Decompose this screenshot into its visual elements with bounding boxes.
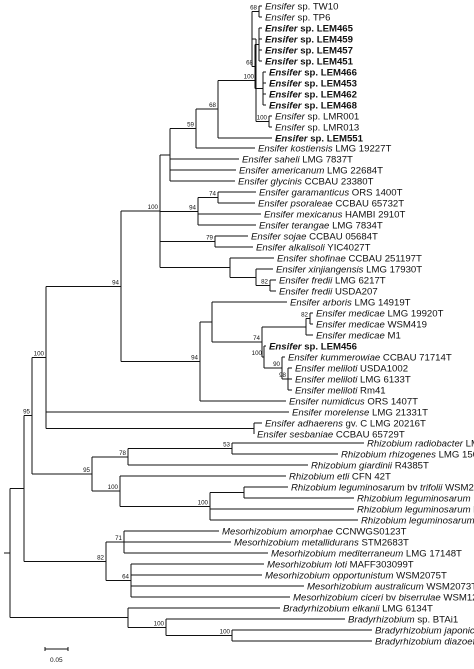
bootstrap-value: 100 [220,629,231,636]
taxon-label: Ensifer medicae WSM419 [316,319,427,330]
taxon-label: Mesorhizobium ciceri bv biserrulae WSM12… [293,592,474,603]
taxon-label: Ensifer saheli LMG 7837T [242,154,353,165]
taxon-label: Ensifer fredii LMG 6217T [279,275,386,286]
taxon-label: Ensifer sp. LMR001 [275,111,359,122]
taxon-label: Ensifer sp. LEM453 [269,78,357,89]
bootstrap-value: 95 [23,409,30,416]
taxon-label: Ensifer shofinae CCBAU 251197T [277,253,422,264]
taxon-label: Mesorhizobium mediterraneum LMG 17148T [271,548,462,559]
bootstrap-value: 82 [97,554,104,561]
bootstrap-value: 59 [187,122,194,129]
bootstrap-value: 100 [198,499,209,506]
bootstrap-value: 68 [209,102,216,109]
bootstrap-value: 100 [252,350,263,357]
bootstrap-value: 68 [246,60,253,67]
taxon-label: Ensifer kostiensis LMG 19227T [258,143,391,154]
taxon-label: Bradyrhizobium japonicum LMG 6138T [375,625,474,636]
bootstrap-value: 53 [223,442,230,449]
bootstrap-value: 100 [244,73,255,80]
bootstrap-values: 68 68 100 100 68 59 74 94 79 82 100 82 98 90 100 74 94 94… [23,5,308,636]
bootstrap-value: 79 [206,235,213,242]
bootstrap-value: 94 [191,354,198,361]
bootstrap-value: 94 [189,204,196,211]
taxon-label: Rhizobium etli CFN 42T [289,471,391,482]
taxon-label: Ensifer sp. TP6 [265,12,330,23]
taxon-label: Ensifer numidicus ORS 1407T [289,396,418,407]
taxon-label: Ensifer adhaerens gv. C LMG 20216T [265,418,426,429]
bootstrap-value: 100 [257,115,268,122]
bootstrap-value: 94 [112,279,119,286]
bootstrap-value: 100 [108,484,119,491]
taxon-label: Ensifer sp. LEM468 [269,100,358,111]
bootstrap-value: 98 [279,372,286,379]
bootstrap-value: 82 [301,312,308,319]
taxon-label: Ensifer sp. TW10 [265,1,338,12]
bootstrap-value: 74 [209,191,216,198]
taxon-label: Rhizobium leguminosarum bv trifolii WSM1… [357,504,474,515]
bootstrap-value: 68 [250,5,257,12]
taxon-label: Ensifer kummerowiae CCBAU 71714T [288,352,452,363]
taxon-label: Mesorhizobium metallidurans STM2683T [234,537,409,548]
taxon-label: Mesorhizobium amorphae CCNWGS0123T [222,526,407,537]
taxon-label: Bradyrhizobium elkanii LMG 6134T [283,603,433,614]
taxon-label: Ensifer sp. LEM457 [265,45,353,56]
bootstrap-value: 100 [148,204,159,211]
taxon-label: Ensifer psoraleae CCBAU 65732T [258,198,404,209]
scale-bar: 0.05 [44,647,69,664]
taxon-label: Ensifer sp. LEM451 [265,56,354,67]
bootstrap-value: 78 [119,450,126,457]
taxon-label: Ensifer medicae LMG 19920T [316,308,444,319]
bootstrap-value: 74 [253,335,260,342]
scale-bar-label: 0.05 [50,657,63,664]
taxon-label: Bradyrhizobium sp. BTAi1 [348,614,458,625]
taxon-label: Mesorhizobium loti MAFF303099T [267,559,414,570]
bootstrap-value: 100 [154,620,165,627]
taxon-label: Rhizobium rhizogenes LMG 150T [341,449,474,460]
taxon-label: Ensifer meliloti USDA1002 [295,363,408,374]
taxon-label: Ensifer xinjiangensis LMG 17930T [276,264,422,275]
taxon-label: Ensifer meliloti Rm41 [295,385,386,396]
bootstrap-value: 64 [122,574,129,581]
bootstrap-value: 71 [115,535,122,542]
taxon-label: Mesorhizobium opportunistum WSM2075T [265,570,447,581]
taxon-label: Ensifer sp. LEM462 [269,89,357,100]
taxon-label: Ensifer sesbaniae CCBAU 65729T [257,429,405,440]
taxon-label: Ensifer mexicanus HAMBI 2910T [264,209,405,220]
taxon-label: Ensifer arboris LMG 14919T [290,297,411,308]
taxon-label: Rhizobium giardinii R4385T [311,460,429,471]
taxon-label: Rhizobium leguminosarum bv trifolii WSM2… [291,482,474,493]
taxon-label: Rhizobium leguminosarum bv viciae 3841 [361,515,474,526]
taxon-label: Ensifer sp. LEM551 [275,133,364,144]
bootstrap-value: 95 [83,467,90,474]
bootstrap-value: 90 [273,361,280,368]
taxon-label: Ensifer morelense LMG 21331T [292,407,428,418]
taxon-label: Ensifer alkalisoli YIC4027T [256,242,371,253]
taxon-label: Ensifer terangae LMG 7834T [259,220,383,231]
taxon-label: Bradyrhizobium diazoefficiens USDA 110T [375,636,474,647]
taxon-label: Ensifer glycinis CCBAU 23380T [238,176,374,187]
taxon-label: Ensifer americanum LMG 22684T [239,165,383,176]
taxon-label: Rhizobium radiobacter LMG 140T [367,438,474,449]
taxon-label: Ensifer sp. LEM466 [269,67,357,78]
taxon-label: Ensifer meliloti LMG 6133T [295,374,411,385]
taxon-label: Ensifer sp. LEM456 [269,341,357,352]
tree-branches [4,5,372,642]
bootstrap-value: 82 [261,279,268,286]
taxon-label: Ensifer garamanticus ORS 1400T [259,187,403,198]
taxon-label: Rhizobium leguminosarum LMG 14904T [357,493,474,504]
taxon-label: Ensifer sp. LMR013 [275,122,359,133]
taxon-label: Mesorhizobium australicum WSM2073T [307,581,474,592]
taxon-label: Ensifer sojae CCBAU 05684T [251,231,378,242]
taxon-label: Ensifer medicae M1 [316,330,401,341]
taxon-label: Ensifer fredii USDA207 [279,286,378,297]
taxon-label: Ensifer sp. LEM459 [265,34,353,45]
bootstrap-value: 100 [34,350,45,357]
taxon-label: Ensifer sp. LEM465 [265,23,354,34]
